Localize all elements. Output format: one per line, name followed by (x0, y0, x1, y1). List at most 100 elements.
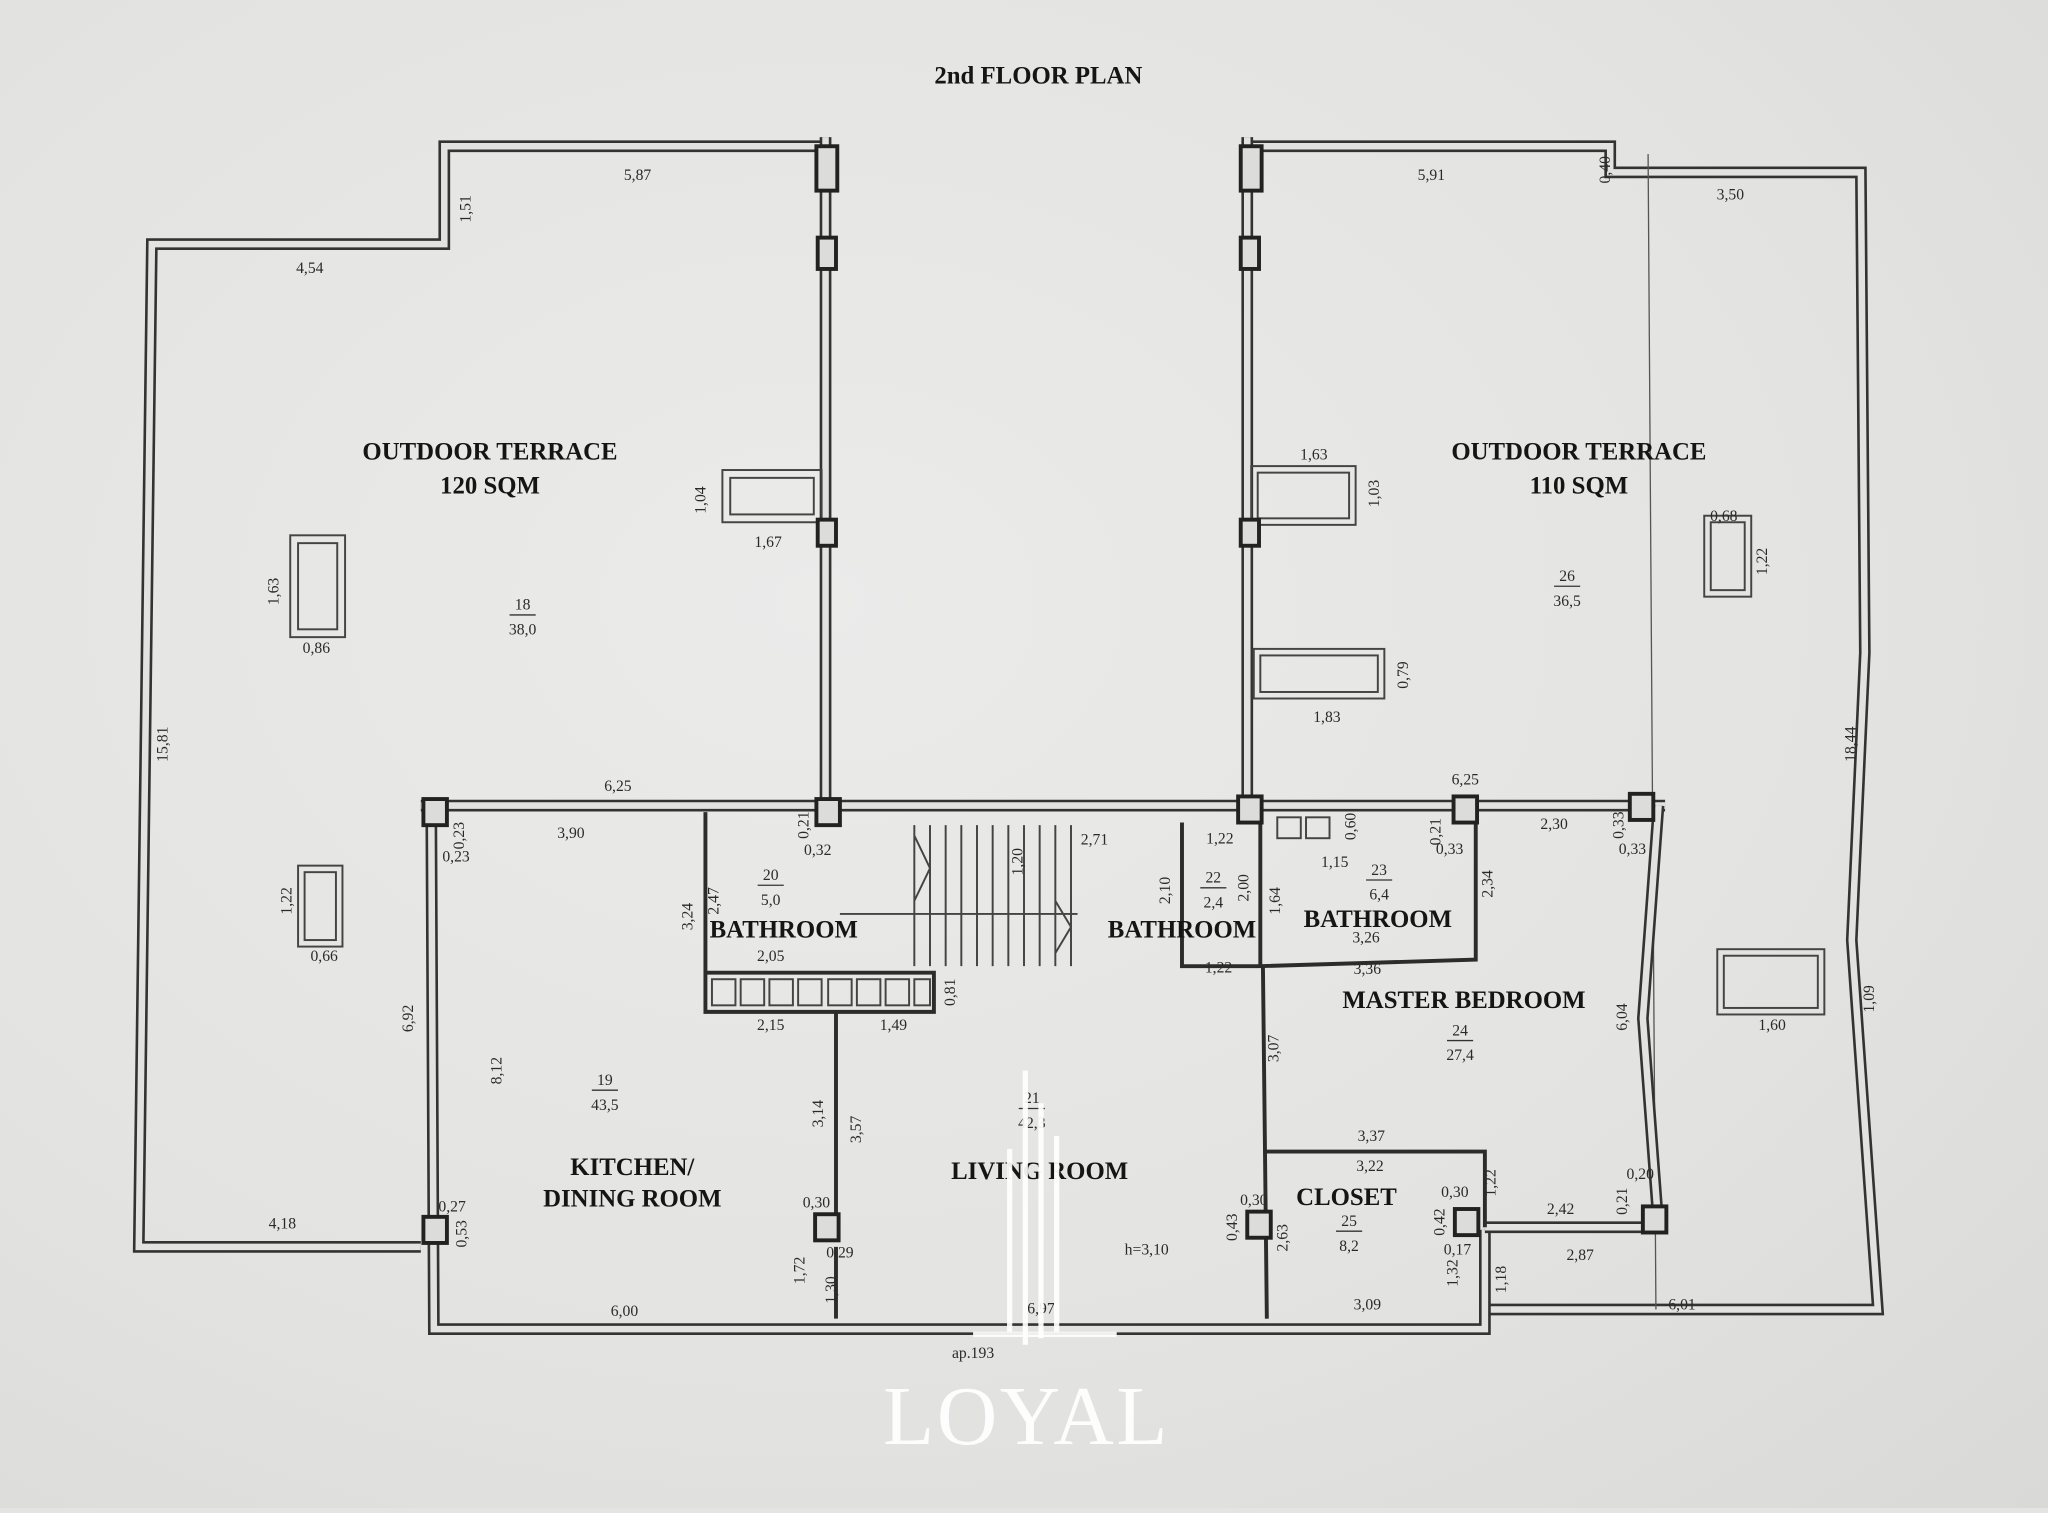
dimension-label: 1,64 (1267, 887, 1284, 915)
room-number: 26 (1559, 568, 1575, 585)
watermark-logo-text: LOYAL (883, 1371, 1170, 1463)
dimension-label: 2,00 (1236, 874, 1253, 902)
dimension-label: 15,81 (155, 727, 172, 762)
dimension-label: 0,33 (1610, 811, 1627, 839)
dimension-label: 0,42 (1431, 1208, 1448, 1235)
walls (132, 137, 1885, 1336)
dimension-label: 18,44 (1843, 726, 1860, 761)
room-number: 25 (1341, 1213, 1357, 1230)
dimension-label: 6,00 (611, 1303, 639, 1320)
dimension-label: 0,86 (303, 640, 331, 657)
room-area: 6,4 (1369, 887, 1389, 904)
dimension-label: 0,81 (942, 979, 959, 1006)
dimension-label: 5,87 (624, 167, 652, 184)
dimension-label: 4,18 (269, 1216, 297, 1233)
dimension-label: 1,30 (823, 1276, 840, 1304)
dimension-label: 2,87 (1566, 1247, 1594, 1264)
room-number: 22 (1205, 870, 1221, 887)
dimension-label: 1,72 (792, 1257, 809, 1284)
dimension-label: 2,71 (1081, 832, 1108, 849)
dimension-label: 0,53 (453, 1220, 470, 1248)
dimension-label: 3,26 (1352, 930, 1380, 947)
dimension-label: 1,22 (1482, 1169, 1499, 1196)
dimension-label: 0,33 (1619, 841, 1647, 858)
dimension-label: 2,34 (1480, 870, 1497, 898)
dimension-label: 0,66 (310, 948, 338, 965)
dimension-label: 1,49 (880, 1017, 908, 1034)
dimension-label: 1,15 (1321, 854, 1349, 871)
dimension-label: 2,05 (757, 948, 785, 965)
dimension-label: 0,60 (1343, 813, 1360, 841)
room-name: BATHROOM (1304, 906, 1452, 933)
dimension-label: 2,10 (1157, 877, 1174, 905)
room-number: 23 (1371, 862, 1387, 879)
dimension-label: 1,67 (754, 534, 782, 551)
room-area: 36,5 (1553, 593, 1581, 610)
plan-title: 2nd FLOOR PLAN (934, 63, 1142, 90)
dimension-label: 2,47 (705, 887, 722, 915)
dimension-label: 3,14 (810, 1100, 827, 1128)
dimension-label: 6,25 (604, 778, 632, 795)
room-area: 38,0 (509, 622, 537, 639)
dimension-label: 6,04 (1614, 1003, 1631, 1031)
dimension-label: 5,91 (1418, 167, 1445, 184)
room-name: MASTER BEDROOM (1342, 987, 1585, 1014)
dimension-label: 6,92 (400, 1005, 417, 1032)
dimension-label: 1,09 (1861, 985, 1878, 1013)
dimension-label: 6,25 (1452, 772, 1480, 789)
dimension-label: 3,09 (1354, 1297, 1382, 1314)
dimension-label: 3,57 (848, 1116, 865, 1144)
dimension-label: 2,30 (1540, 816, 1568, 833)
dimension-label: 3,50 (1717, 187, 1745, 204)
dimension-label: 1,18 (1493, 1266, 1510, 1294)
dimension-label: 0,30 (1441, 1184, 1469, 1201)
room-number: 24 (1452, 1022, 1468, 1039)
dimension-label: 1,32 (1444, 1259, 1461, 1286)
room-subtitle: DINING ROOM (543, 1185, 721, 1212)
dimension-label: 0,32 (804, 842, 831, 859)
dimension-label: 1,22 (1754, 548, 1771, 575)
room-area: 27,4 (1446, 1047, 1474, 1064)
dimension-label: 2,15 (757, 1017, 785, 1034)
room-number: 18 (515, 597, 531, 614)
dimension-label: 1,60 (1758, 1017, 1786, 1034)
dimension-label: 0,30 (1240, 1192, 1268, 1209)
room-name: OUTDOOR TERRACE (362, 439, 617, 466)
dimension-label: 3,36 (1354, 961, 1382, 978)
room-area: 2,4 (1204, 894, 1224, 911)
room-number: 21 (1024, 1090, 1040, 1107)
room-area: 5,0 (761, 892, 781, 909)
dimension-label: 3,07 (1266, 1035, 1283, 1063)
dimension-label: 1,83 (1313, 709, 1341, 726)
room-number: 19 (597, 1072, 613, 1089)
dimension-label: 1,22 (279, 887, 296, 914)
dimension-label: 0,68 (1710, 508, 1738, 525)
dimension-label: 3,90 (557, 825, 585, 842)
room-name: OUTDOOR TERRACE (1451, 439, 1706, 466)
dimension-label: 0,30 (803, 1195, 831, 1212)
dimension-label: 0,27 (438, 1199, 466, 1216)
room-area: 8,2 (1339, 1238, 1359, 1255)
dimension-label: 0,21 (1614, 1187, 1631, 1214)
dimension-label: 1,22 (1206, 830, 1233, 847)
dimension-label: 1,03 (1366, 480, 1383, 508)
dimension-label: 2,42 (1547, 1201, 1574, 1218)
loyal-watermark: LOYAL (883, 1070, 1170, 1463)
dimension-label: 0,40 (1597, 156, 1614, 184)
room-subtitle: 120 SQM (440, 473, 540, 500)
dimension-labels: 5,871,514,541,041,671,630,8615,811,220,6… (155, 156, 1878, 1362)
dimension-label: 1,51 (457, 195, 474, 222)
dimension-label: 0,43 (1224, 1213, 1241, 1241)
dimension-label: ap.193 (952, 1345, 994, 1362)
dimension-label: 0,33 (1436, 841, 1464, 858)
dimension-label: 0,79 (1395, 661, 1412, 689)
room-labels: OUTDOOR TERRACE 120 SQM 18 38,0 OUTDOOR TERR… (362, 439, 1706, 1255)
room-subtitle: 110 SQM (1530, 473, 1629, 500)
dimension-label: 0,21 (796, 811, 813, 838)
room-number: 20 (763, 867, 779, 884)
room-name: KITCHEN/ (570, 1154, 695, 1181)
dimension-label: 0,21 (1427, 818, 1444, 845)
dimension-label: 3,24 (679, 903, 696, 931)
